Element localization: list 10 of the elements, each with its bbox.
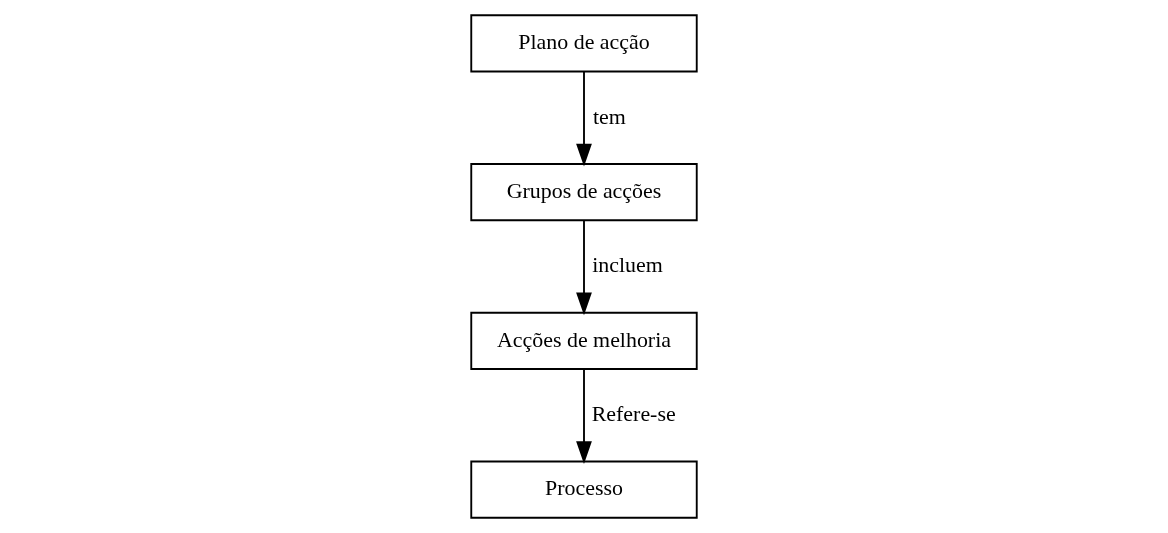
node-box: Grupos de acções bbox=[470, 163, 698, 222]
arrow bbox=[576, 368, 592, 464]
node-box: Processo bbox=[470, 460, 698, 519]
edge-label: Refere-se bbox=[591, 401, 676, 427]
edge-label: tem bbox=[593, 103, 626, 129]
edge-label: incluem bbox=[592, 252, 663, 278]
node-box: Plano de acção bbox=[470, 14, 698, 73]
arrow bbox=[576, 70, 592, 167]
arrow bbox=[576, 219, 592, 316]
node-box: Acções de melhoria bbox=[470, 311, 698, 370]
